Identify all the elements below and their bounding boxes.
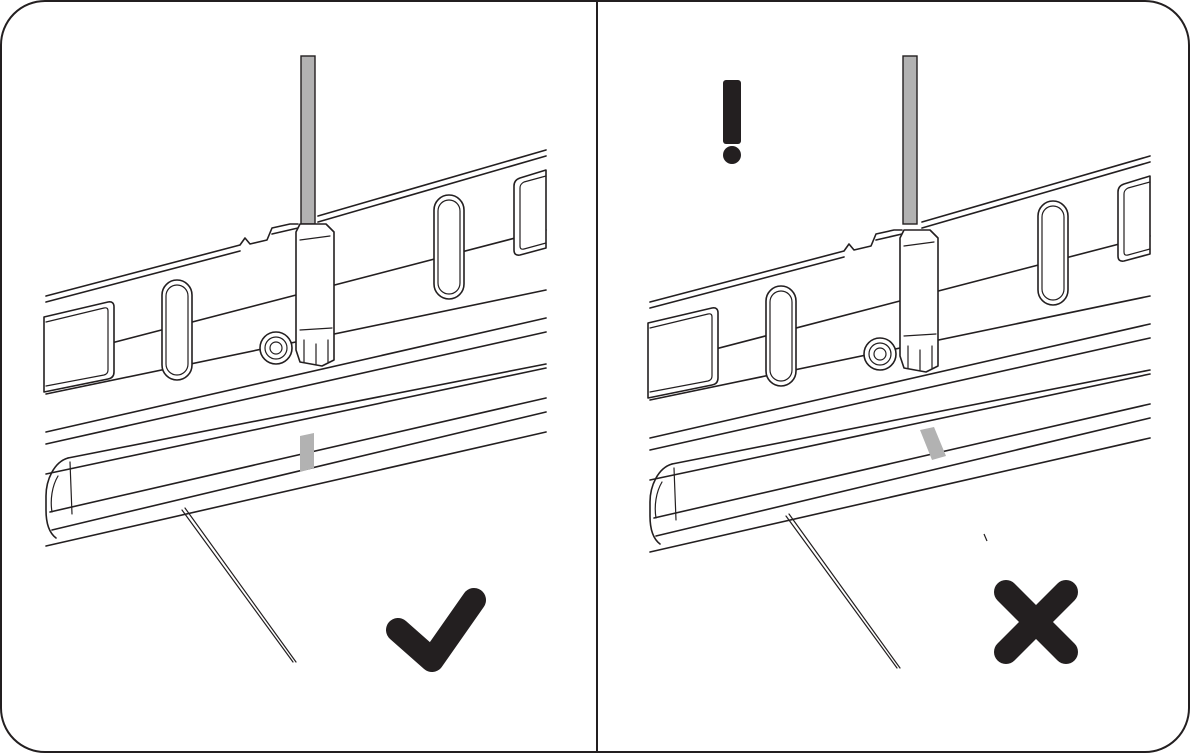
cross-mark-icon bbox=[994, 580, 1078, 664]
level-line-top-right bbox=[902, 55, 918, 225]
panel-correct bbox=[43, 55, 547, 672]
level-line-bottom-tilted bbox=[920, 427, 946, 460]
panel-incorrect bbox=[647, 55, 1151, 669]
check-mark-icon bbox=[386, 588, 486, 672]
stray-mark bbox=[983, 533, 988, 542]
level-line-top bbox=[300, 55, 316, 225]
level-line-bottom bbox=[300, 433, 314, 472]
exclamation-warning-icon bbox=[723, 80, 741, 164]
